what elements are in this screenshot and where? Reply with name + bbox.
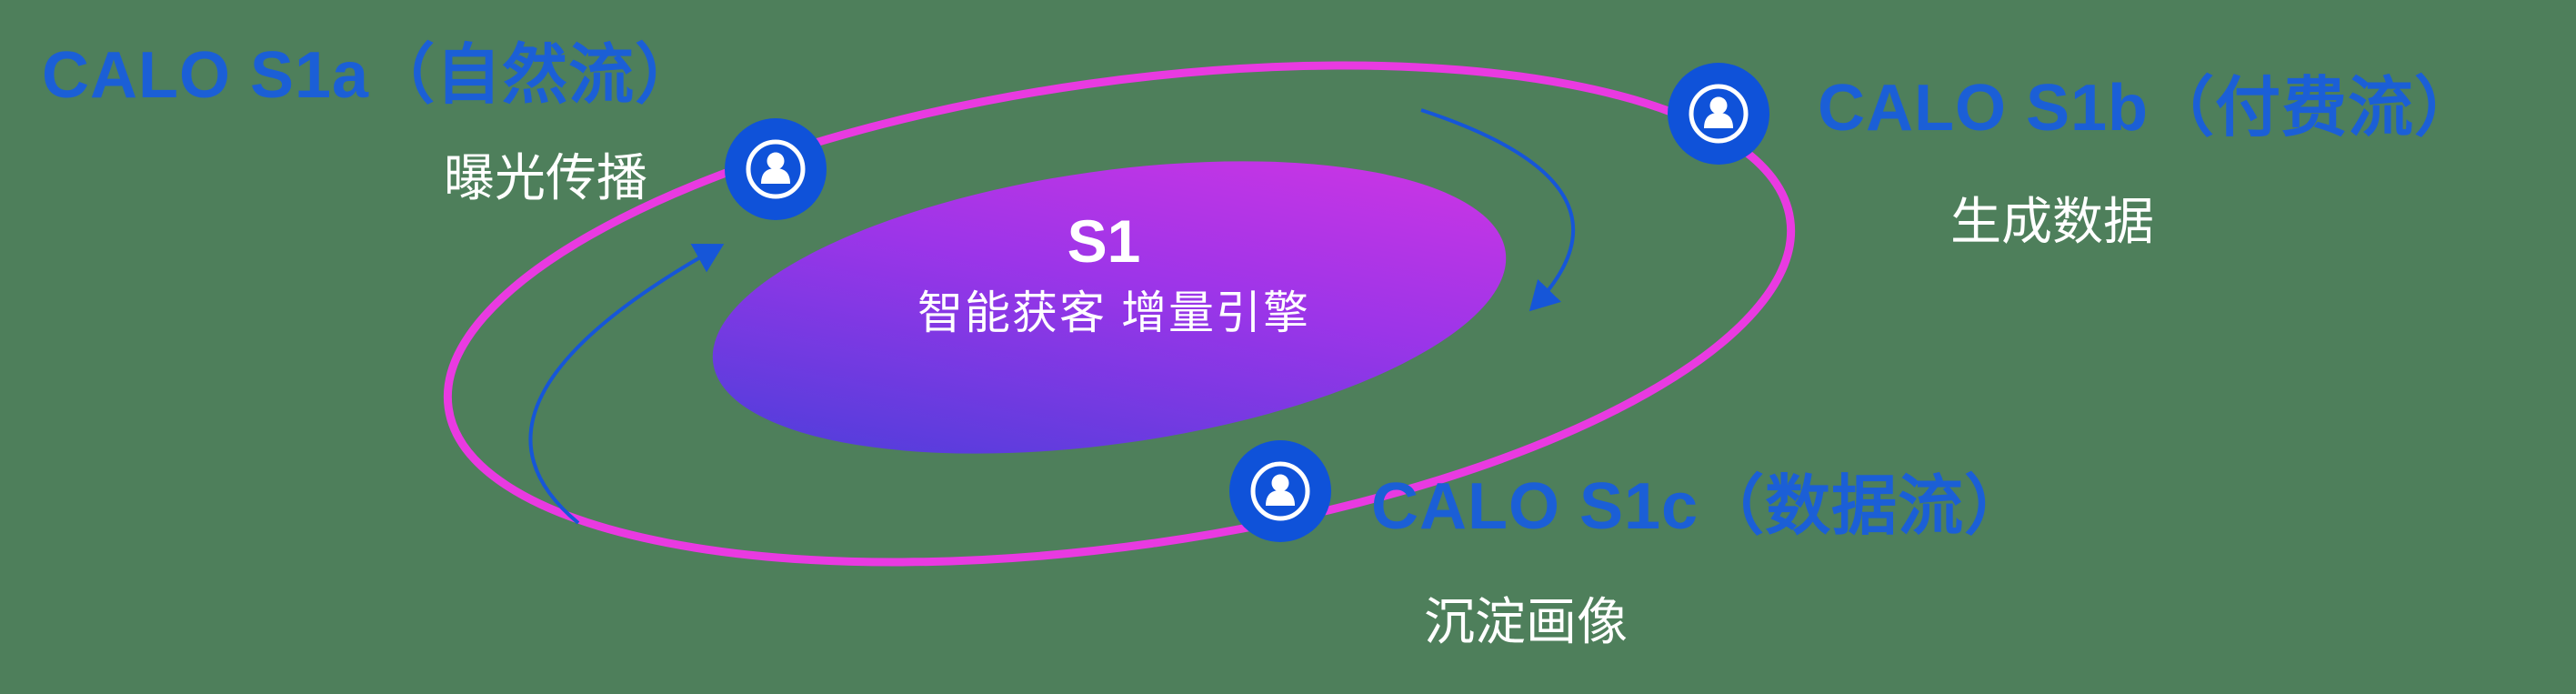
user-icon	[1689, 84, 1749, 144]
core-ellipse	[712, 161, 1507, 454]
orbit-ring	[443, 61, 1796, 567]
satellite-subtitle-s1c: 沉淀画像	[1424, 593, 1628, 650]
user-icon	[746, 139, 806, 199]
core-subtitle: 智能获客 增量引擎	[917, 287, 1310, 338]
flow-arrow-right	[1420, 108, 1576, 312]
satellite-subtitle-s1b: 生成数据	[1950, 193, 2154, 250]
user-icon	[1250, 461, 1310, 521]
satellite-subtitle-s1a: 曝光传播	[444, 149, 647, 206]
orbit-node-s1b	[1668, 63, 1769, 165]
orbit-node-s1a	[725, 118, 827, 220]
orbit-node-s1c	[1229, 440, 1331, 542]
core-title: S1	[1067, 207, 1141, 275]
satellite-title-s1a: CALO S1a（自然流）	[42, 39, 702, 112]
satellite-title-s1b: CALO S1b（付费流）	[1818, 72, 2481, 145]
flow-arrow-left	[528, 243, 725, 525]
satellite-title-s1c: CALO S1c（数据流）	[1371, 470, 2031, 543]
